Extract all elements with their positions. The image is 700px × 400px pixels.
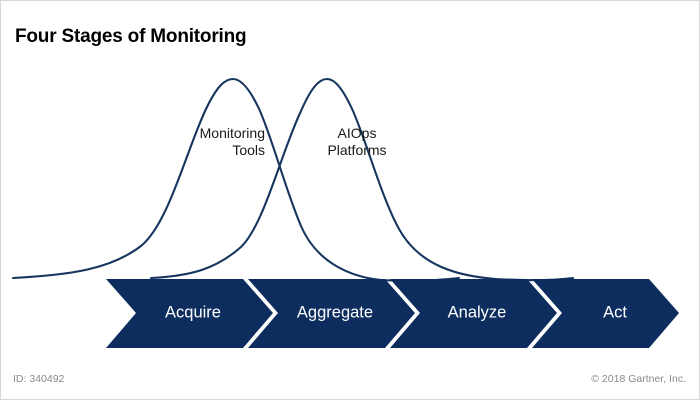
curve-label-aiops-platforms: AIOps Platforms (327, 125, 387, 158)
stage-label-act[interactable]: Act (603, 303, 627, 322)
curve-label-monitoring-tools: Monitoring Tools (199, 125, 265, 158)
stage-label-aggregate[interactable]: Aggregate (296, 303, 374, 322)
copyright-notice: © 2018 Gartner, Inc. (591, 373, 686, 385)
stage-chevron-acquire[interactable] (106, 279, 273, 348)
stage-chevron-aggregate[interactable] (248, 279, 415, 348)
page-title: Four Stages of Monitoring (15, 26, 247, 47)
stage-label-analyze[interactable]: Analyze (447, 303, 507, 322)
stage-label-acquire[interactable]: Acquire (165, 303, 221, 322)
stage-chevron-act[interactable] (532, 279, 679, 348)
figure-id: ID: 340492 (13, 373, 65, 385)
curve-aiops-platforms (149, 77, 575, 282)
stage-chevron-analyze[interactable] (390, 279, 557, 348)
curve-monitoring-tools (11, 77, 461, 282)
